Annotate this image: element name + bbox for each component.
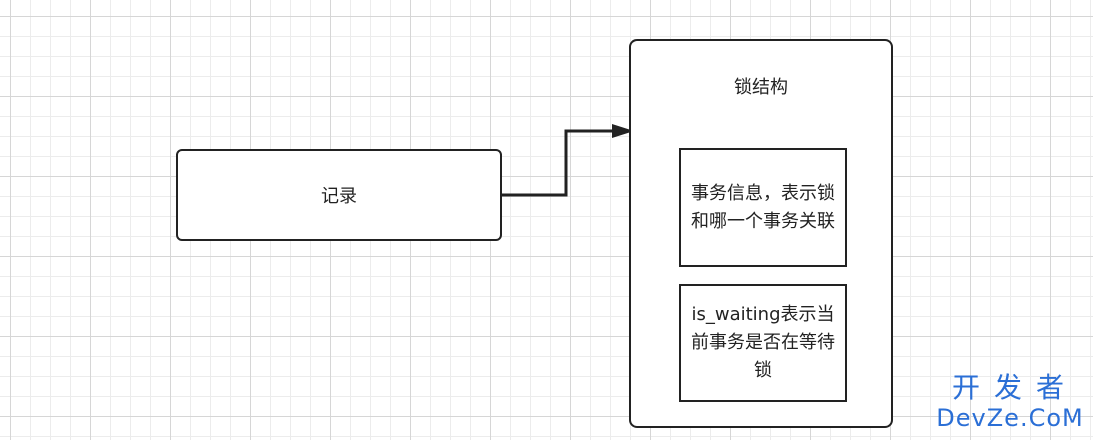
is-waiting-text: is_waiting表示当前事务是否在等待锁 — [691, 304, 835, 381]
is-waiting-field[interactable]: is_waiting表示当前事务是否在等待锁 — [679, 284, 847, 402]
transaction-info-field[interactable]: 事务信息，表示锁和哪一个事务关联 — [679, 148, 847, 267]
watermark-cn-text: 开发者 — [951, 371, 1078, 404]
lock-structure-title: 锁结构 — [734, 77, 788, 98]
watermark-logo: 开发者 DevZe.CoM — [934, 371, 1086, 433]
record-box[interactable]: 记录 — [176, 149, 502, 241]
lock-structure-box[interactable]: 锁结构 事务信息，表示锁和哪一个事务关联 is_waiting表示当前事务是否在… — [629, 39, 893, 428]
watermark-en-text: DevZe.CoM — [936, 404, 1084, 432]
record-label: 记录 — [321, 186, 357, 207]
connector-arrowhead — [612, 124, 634, 138]
transaction-info-text: 事务信息，表示锁和哪一个事务关联 — [691, 182, 835, 232]
connector-line — [502, 129, 614, 197]
